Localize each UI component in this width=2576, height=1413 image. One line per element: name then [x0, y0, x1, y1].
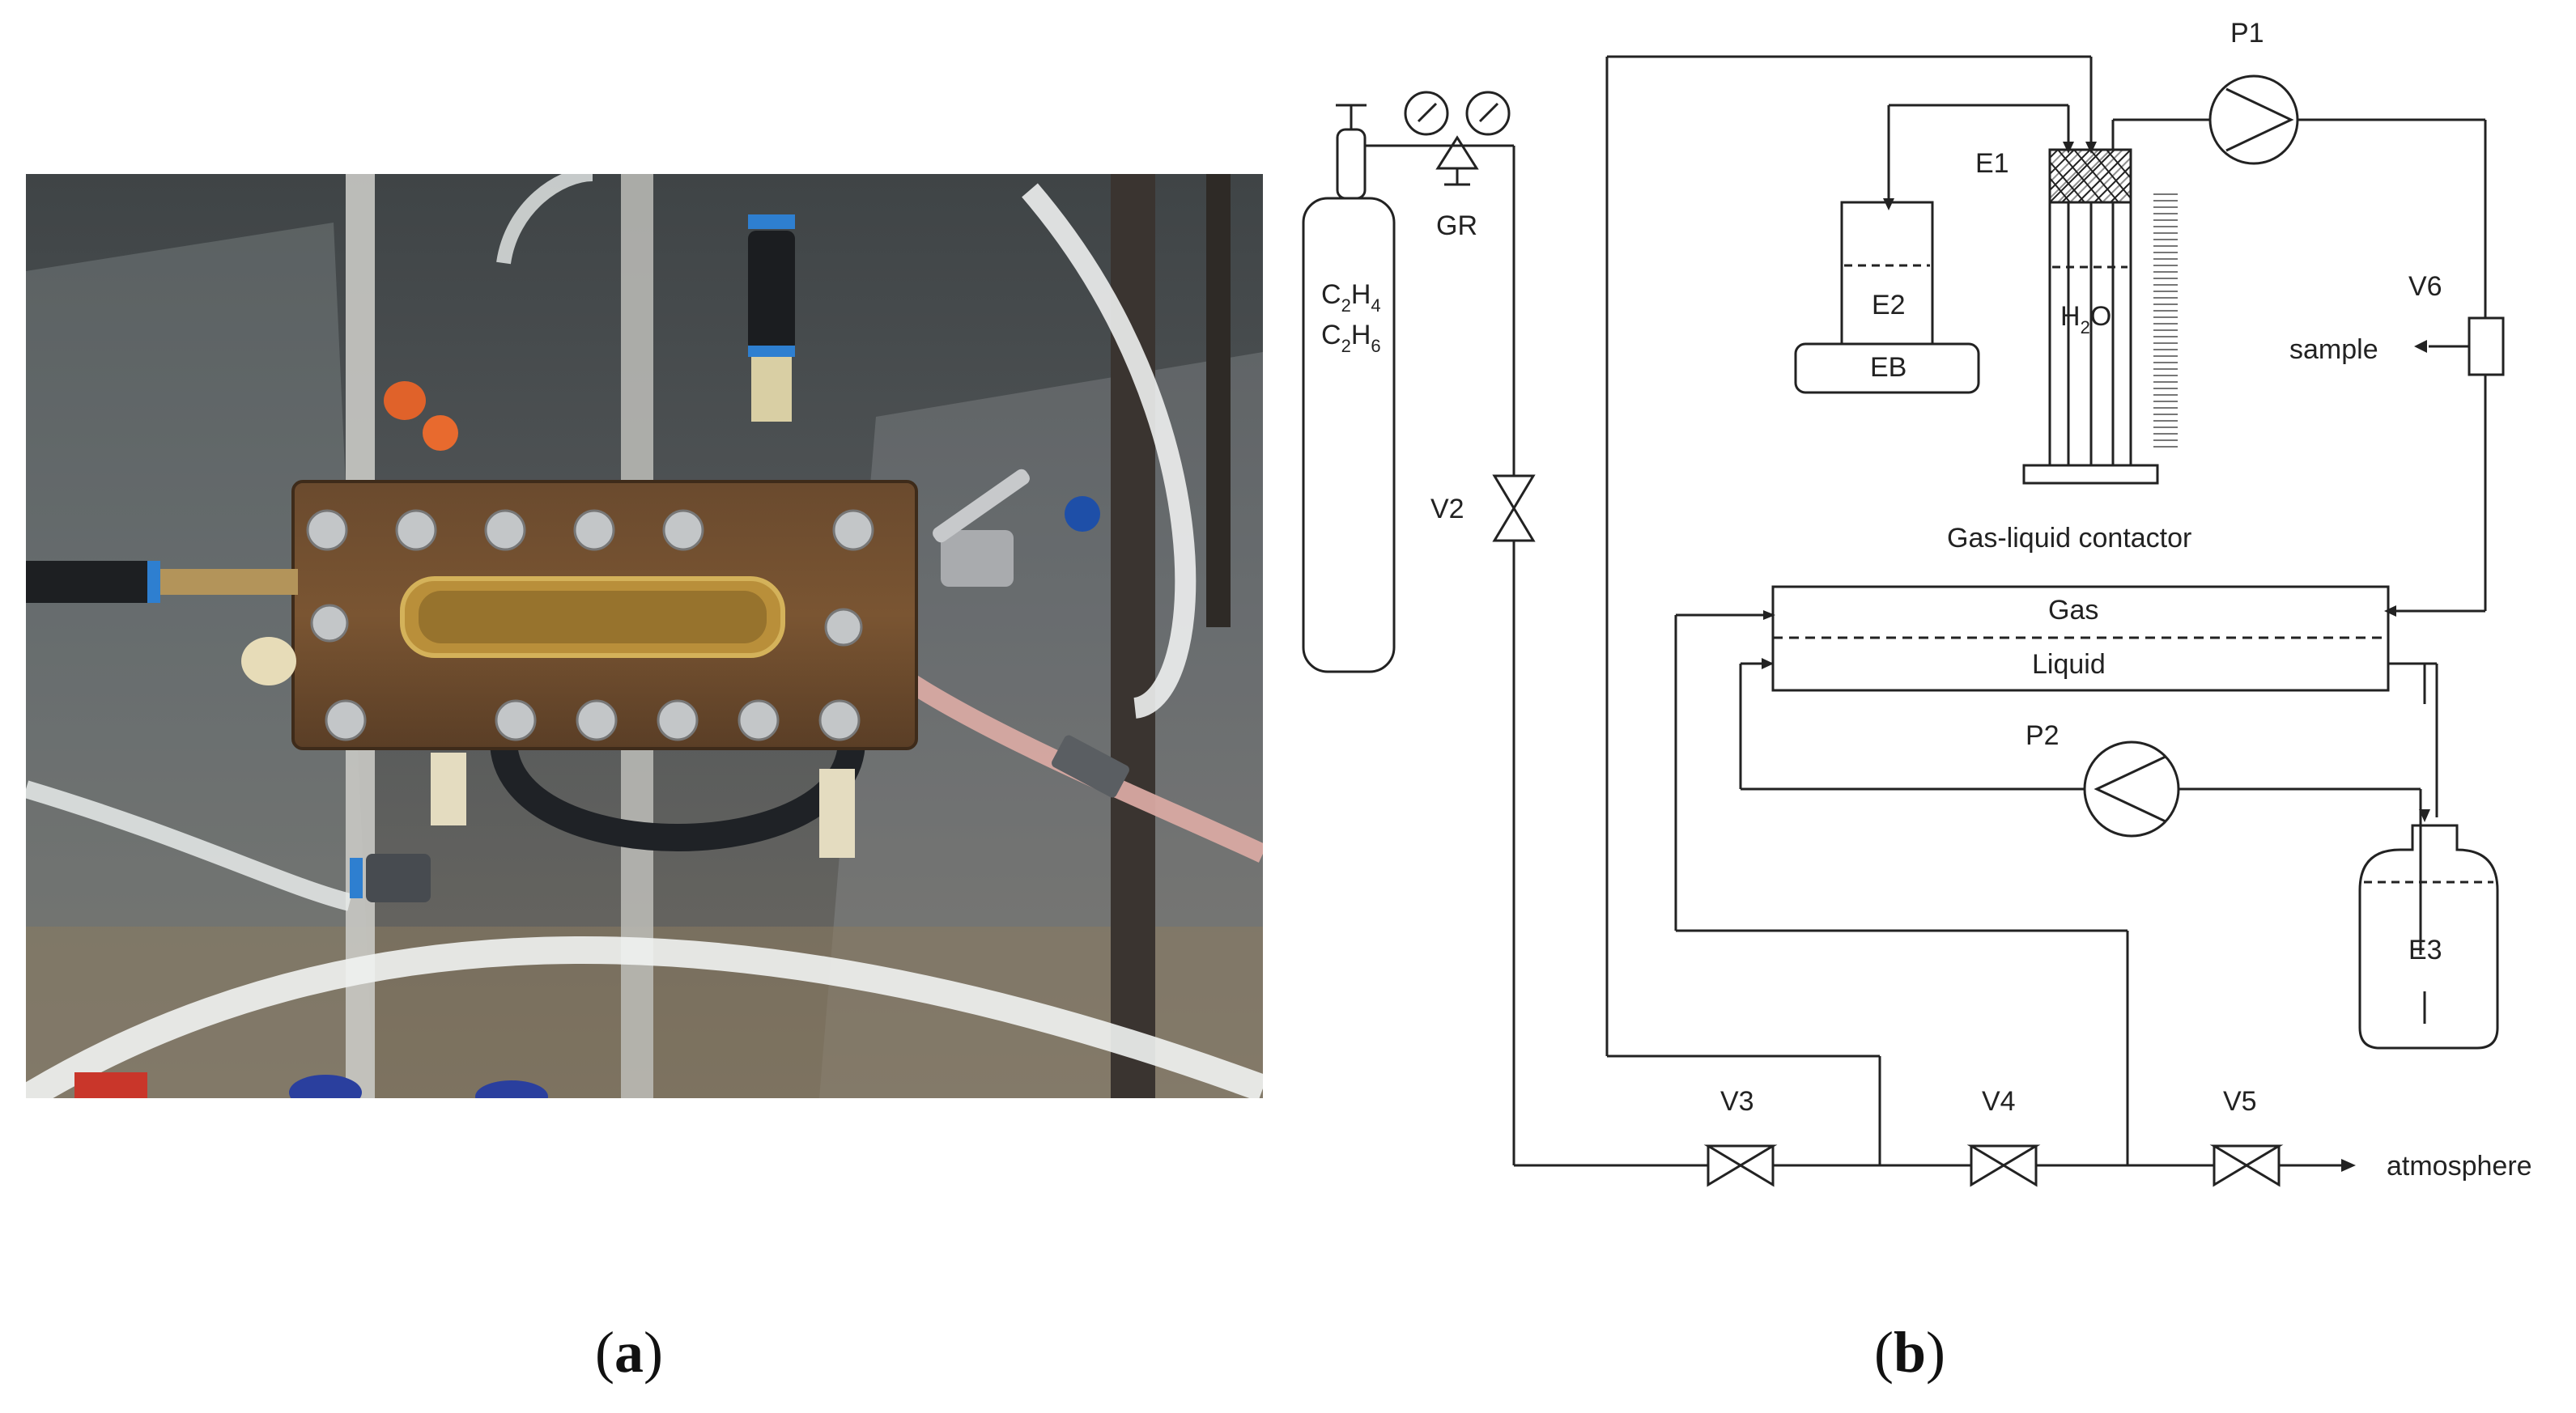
e1-scale: [2153, 193, 2178, 448]
red-item: [74, 1072, 147, 1098]
panel-label-a: (a): [595, 1320, 663, 1385]
arrow: [1763, 610, 1775, 620]
photo-panel-a: [26, 174, 1263, 1098]
fitting: [751, 357, 792, 422]
cylinder-neck: [1336, 128, 1367, 200]
valve-v5: [2209, 1144, 2284, 1187]
blue-cap: [289, 1075, 362, 1098]
tubing: [1022, 183, 1197, 719]
fitting: [26, 561, 147, 603]
valve-knob: [423, 415, 458, 451]
schematic-panel-b: C2H4 C2H6 GR V2 E1 E2 EB H2O P1 V6 sampl…: [1302, 18, 2532, 1187]
gas-regulator: [1435, 135, 1479, 170]
panel-label-b: (b): [1874, 1320, 1946, 1385]
valve-v3: [1703, 1144, 1778, 1187]
v3-label: V3: [1720, 1086, 1754, 1117]
support-rod: [1206, 174, 1231, 627]
gas-label: Gas: [2048, 595, 2098, 626]
eb-label: EB: [1870, 352, 1906, 383]
bolt-row-bottom: [325, 699, 861, 741]
valve-v2: [1492, 474, 1536, 542]
fitting-ring: [748, 214, 795, 229]
blue-cap: [475, 1080, 548, 1098]
arrow: [2085, 142, 2097, 154]
valve-knob: [1065, 496, 1100, 532]
contactor-caption: Gas-liquid contactor: [1947, 523, 2191, 554]
metal-valve: [941, 530, 1014, 587]
h2o-label: H2O: [2060, 301, 2111, 337]
fitting-elbow: [366, 854, 431, 902]
e3-label: E3: [2408, 935, 2442, 965]
tubing: [496, 174, 593, 265]
v2-label: V2: [1430, 494, 1464, 524]
e2-label: E2: [1872, 290, 1906, 320]
fitting-ring: [147, 561, 160, 603]
cylinder-label-line2: C2H6: [1321, 320, 1381, 356]
v4-label: V4: [1982, 1086, 2016, 1117]
tubing: [26, 780, 352, 911]
fitting-ring: [350, 858, 363, 898]
v5-label: V5: [2223, 1086, 2257, 1117]
bolt-side: [310, 604, 863, 647]
arrow: [2063, 142, 2074, 154]
vessel-eb: [1794, 342, 1980, 394]
valve-knob: [241, 637, 296, 685]
fitting: [1052, 735, 1129, 798]
sample-label: sample: [2289, 334, 2378, 365]
v6-label: V6: [2408, 271, 2442, 302]
sample-valve-v6: [2468, 316, 2505, 376]
vessel-e3: [2358, 824, 2499, 1050]
p2-label: P2: [2026, 720, 2060, 751]
valve-v4: [1966, 1144, 2041, 1187]
arrow: [2341, 1159, 2356, 1172]
fitting: [748, 231, 795, 352]
e1-packing: [2048, 148, 2132, 204]
atmosphere-label: atmosphere: [2387, 1151, 2532, 1182]
arrow: [1762, 658, 1774, 669]
pressure-gauge: [1404, 91, 1449, 136]
liquid-label: Liquid: [2032, 649, 2106, 680]
fitting: [819, 769, 855, 858]
pump-p1: [2208, 74, 2299, 165]
vessel-e2: [1840, 201, 1934, 346]
tubing: [26, 936, 1263, 1098]
gas-cylinder: [1302, 197, 1396, 673]
fitting-ring: [748, 346, 795, 357]
fitting: [431, 753, 466, 825]
pressure-gauge: [1465, 91, 1511, 136]
p1-label: P1: [2230, 18, 2264, 49]
arrow: [2384, 605, 2396, 617]
fitting: [160, 569, 298, 595]
valve-knob: [384, 381, 426, 420]
arrow: [2419, 809, 2430, 822]
arrow: [1883, 198, 1894, 210]
bolt-row-top: [306, 509, 874, 551]
arrow: [2414, 340, 2427, 353]
metal-valve-stem: [933, 469, 1030, 543]
e1-label: E1: [1975, 148, 2009, 179]
cylinder-label-line1: C2H4: [1321, 279, 1381, 316]
column-base: [2022, 464, 2159, 485]
gr-label: GR: [1436, 210, 1477, 241]
contactor-mesh: [419, 591, 767, 643]
